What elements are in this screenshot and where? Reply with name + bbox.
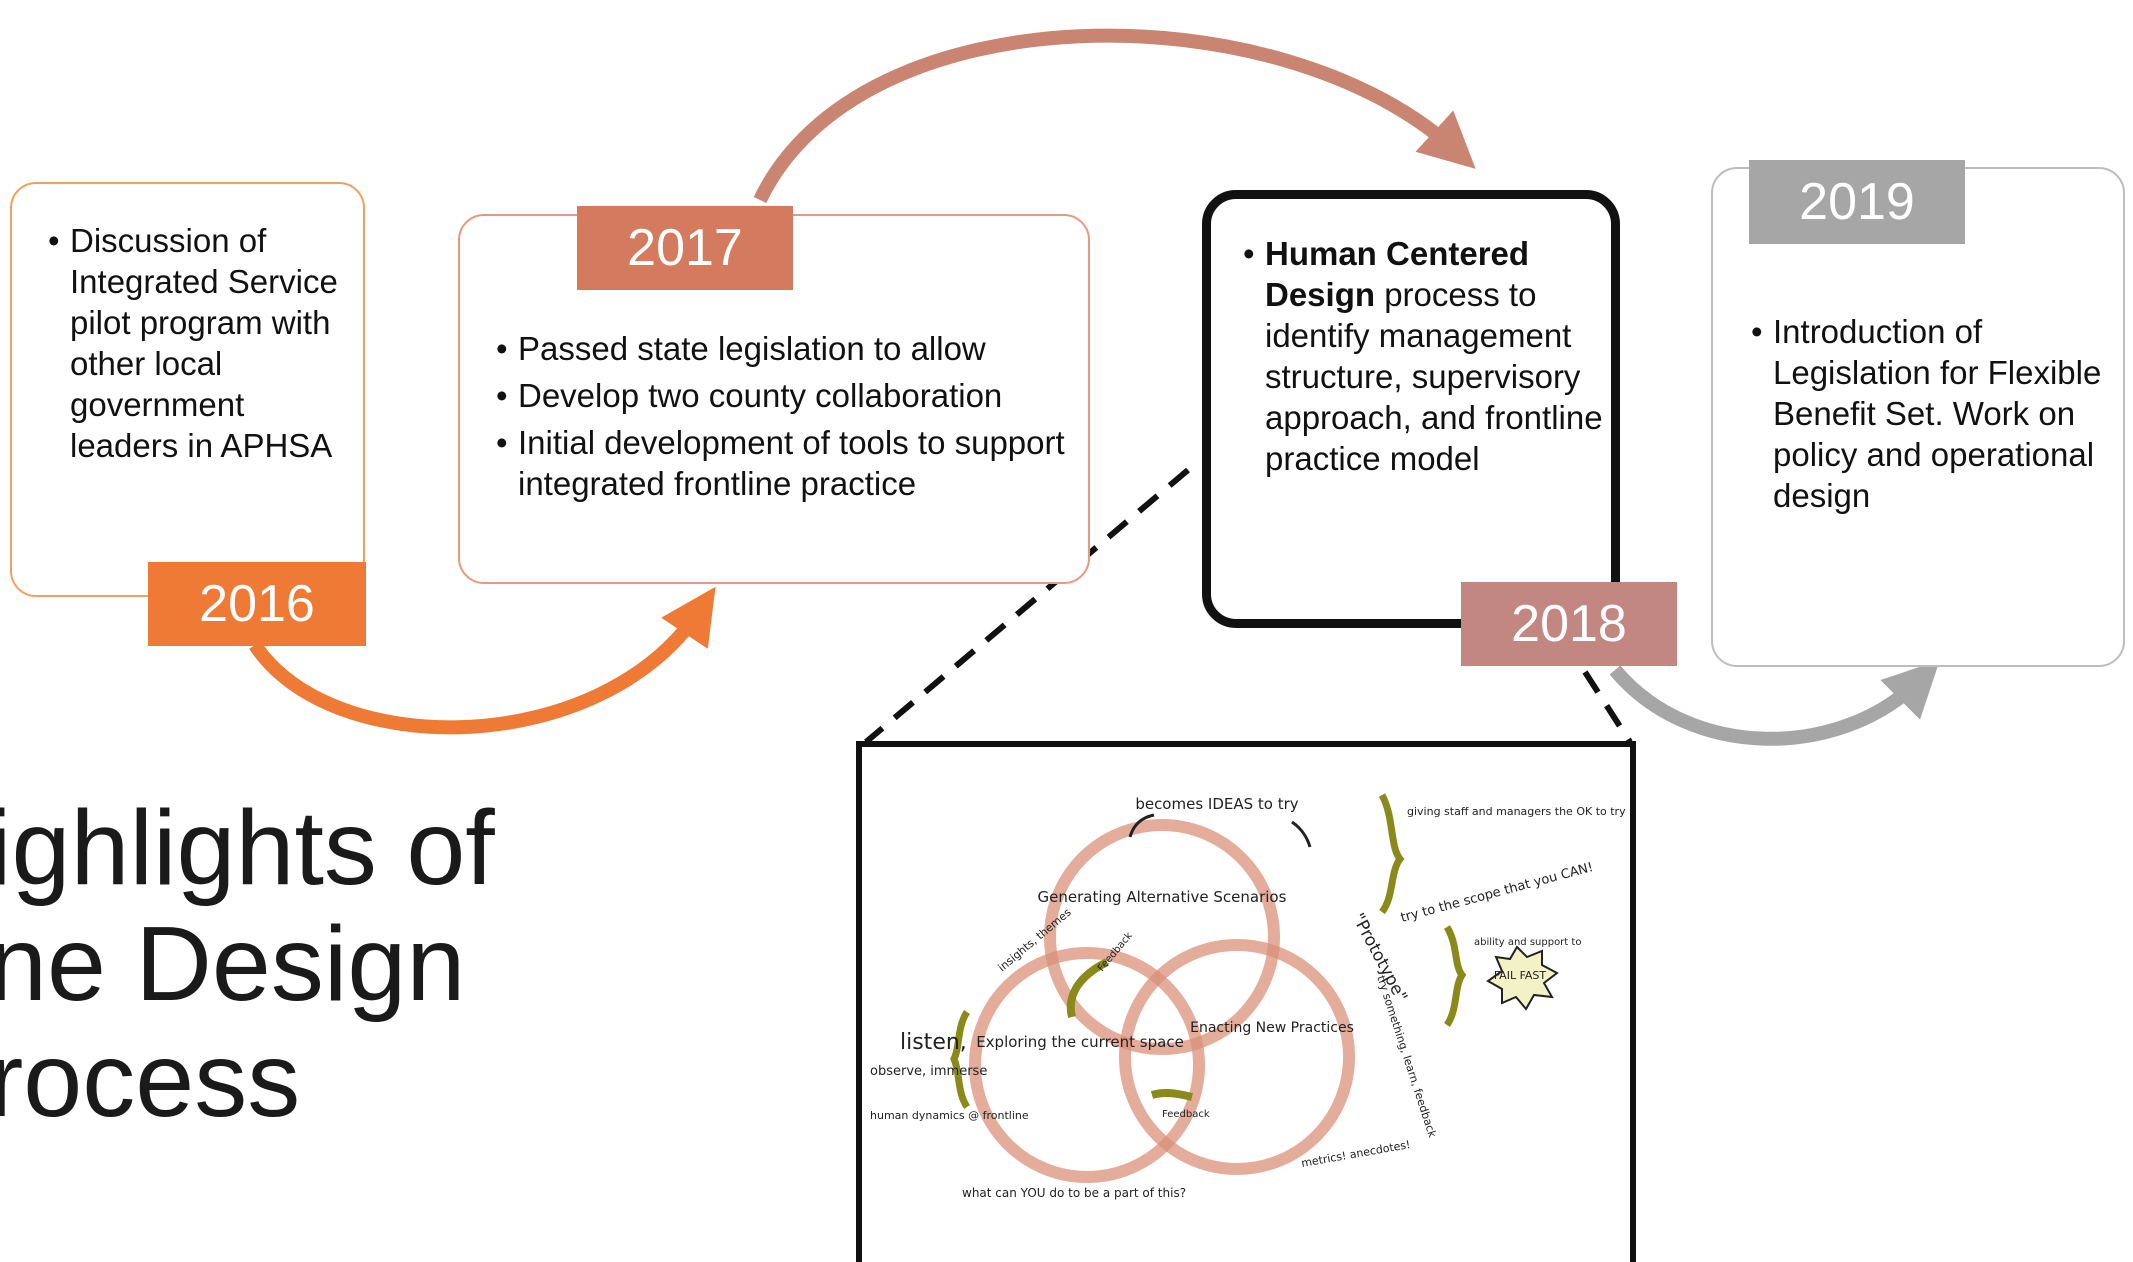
sketch-label-giving: giving staff and managers the OK to try	[1407, 805, 1626, 818]
circle-enacting	[1119, 939, 1355, 1175]
hcd-sketch-panel: Generating Alternative Scenarios Explori…	[856, 741, 1636, 1262]
arrow-2016-to-2017	[249, 586, 716, 735]
card-2018-item-rest: process to identify management structure…	[1265, 276, 1603, 477]
brace-icon	[950, 1010, 971, 1109]
card-2018-list: Human Centered Design process to identif…	[1243, 233, 1613, 479]
sketch-label-bottom: what can YOU do to be a part of this?	[962, 1186, 1186, 1200]
zoom-line-right	[1582, 670, 1633, 744]
sketch-label-fail: FAIL FAST	[1494, 969, 1547, 982]
hcd-sketch-drawing: Generating Alternative Scenarios Explori…	[870, 793, 1626, 1200]
slide-heading-line: ighlights of	[0, 789, 495, 907]
arrow-2018-to-2019	[1609, 660, 1940, 746]
card-2016-list: Discussion of Integrated Service pilot p…	[48, 220, 348, 466]
curved-arrow-icon	[1291, 820, 1312, 848]
card-2019-list: Introduction of Legislation for Flexible…	[1751, 311, 2121, 516]
sketch-label-ability: ability and support to	[1474, 937, 1581, 948]
sketch-label-listen: listen,	[900, 1030, 967, 1055]
sketch-label-top: becomes IDEAS to try	[1135, 795, 1298, 813]
feedback-arrow-icon	[1150, 1088, 1193, 1101]
card-2017-list: Passed state legislation to allow Develo…	[496, 328, 1076, 510]
card-2017-item: Passed state legislation to allow	[496, 328, 1076, 369]
sketch-label-try: try something, learn, feedback	[1374, 974, 1439, 1140]
year-badge-2016: 2016	[148, 562, 366, 646]
card-2018-item-bold: Human Centered Design	[1265, 235, 1530, 313]
card-2018: Human Centered Design process to identif…	[1202, 190, 1620, 628]
sketch-label-human: human dynamics @ frontline	[870, 1109, 1029, 1122]
circle-generating	[1044, 819, 1280, 1055]
sketch-label-exploring: Exploring the current space	[976, 1033, 1184, 1051]
card-2016-item: Discussion of Integrated Service pilot p…	[48, 220, 348, 466]
circle-exploring	[969, 947, 1205, 1183]
zoom-line-left	[864, 467, 1190, 745]
arrow-2017-to-2018	[753, 28, 1476, 204]
brace-icon	[1378, 793, 1405, 915]
card-2016: Discussion of Integrated Service pilot p…	[10, 182, 365, 597]
sketch-label-observe: observe, immerse	[870, 1064, 987, 1079]
brace-icon	[1443, 925, 1467, 1027]
fail-fast-burst-icon	[1486, 945, 1559, 1011]
card-2019: Introduction of Legislation for Flexible…	[1711, 167, 2125, 667]
sketch-label-generating: Generating Alternative Scenarios	[1038, 888, 1287, 906]
slide-heading-line: rocess	[0, 1021, 301, 1139]
curved-arrow-icon	[1128, 813, 1155, 838]
card-2017-item: Develop two county collaboration	[496, 375, 1076, 416]
sketch-label-scope: try to the scope that you CAN!	[1399, 860, 1595, 926]
slide-heading: ighlights of ne Design rocess	[0, 790, 495, 1138]
year-badge-2017: 2017	[577, 206, 793, 290]
sketch-label-feedback: Feedback	[1162, 1109, 1210, 1120]
card-2018-item: Human Centered Design process to identif…	[1243, 233, 1613, 479]
slide-heading-line: ne Design	[0, 905, 466, 1023]
card-2019-item: Introduction of Legislation for Flexible…	[1751, 311, 2121, 516]
year-badge-2019: 2019	[1749, 160, 1965, 244]
card-2017-item: Initial development of tools to support …	[496, 422, 1076, 504]
feedback-arrow-icon	[1066, 958, 1109, 1018]
year-badge-2018: 2018	[1461, 582, 1677, 666]
sketch-label-enacting: Enacting New Practices	[1190, 1020, 1354, 1036]
